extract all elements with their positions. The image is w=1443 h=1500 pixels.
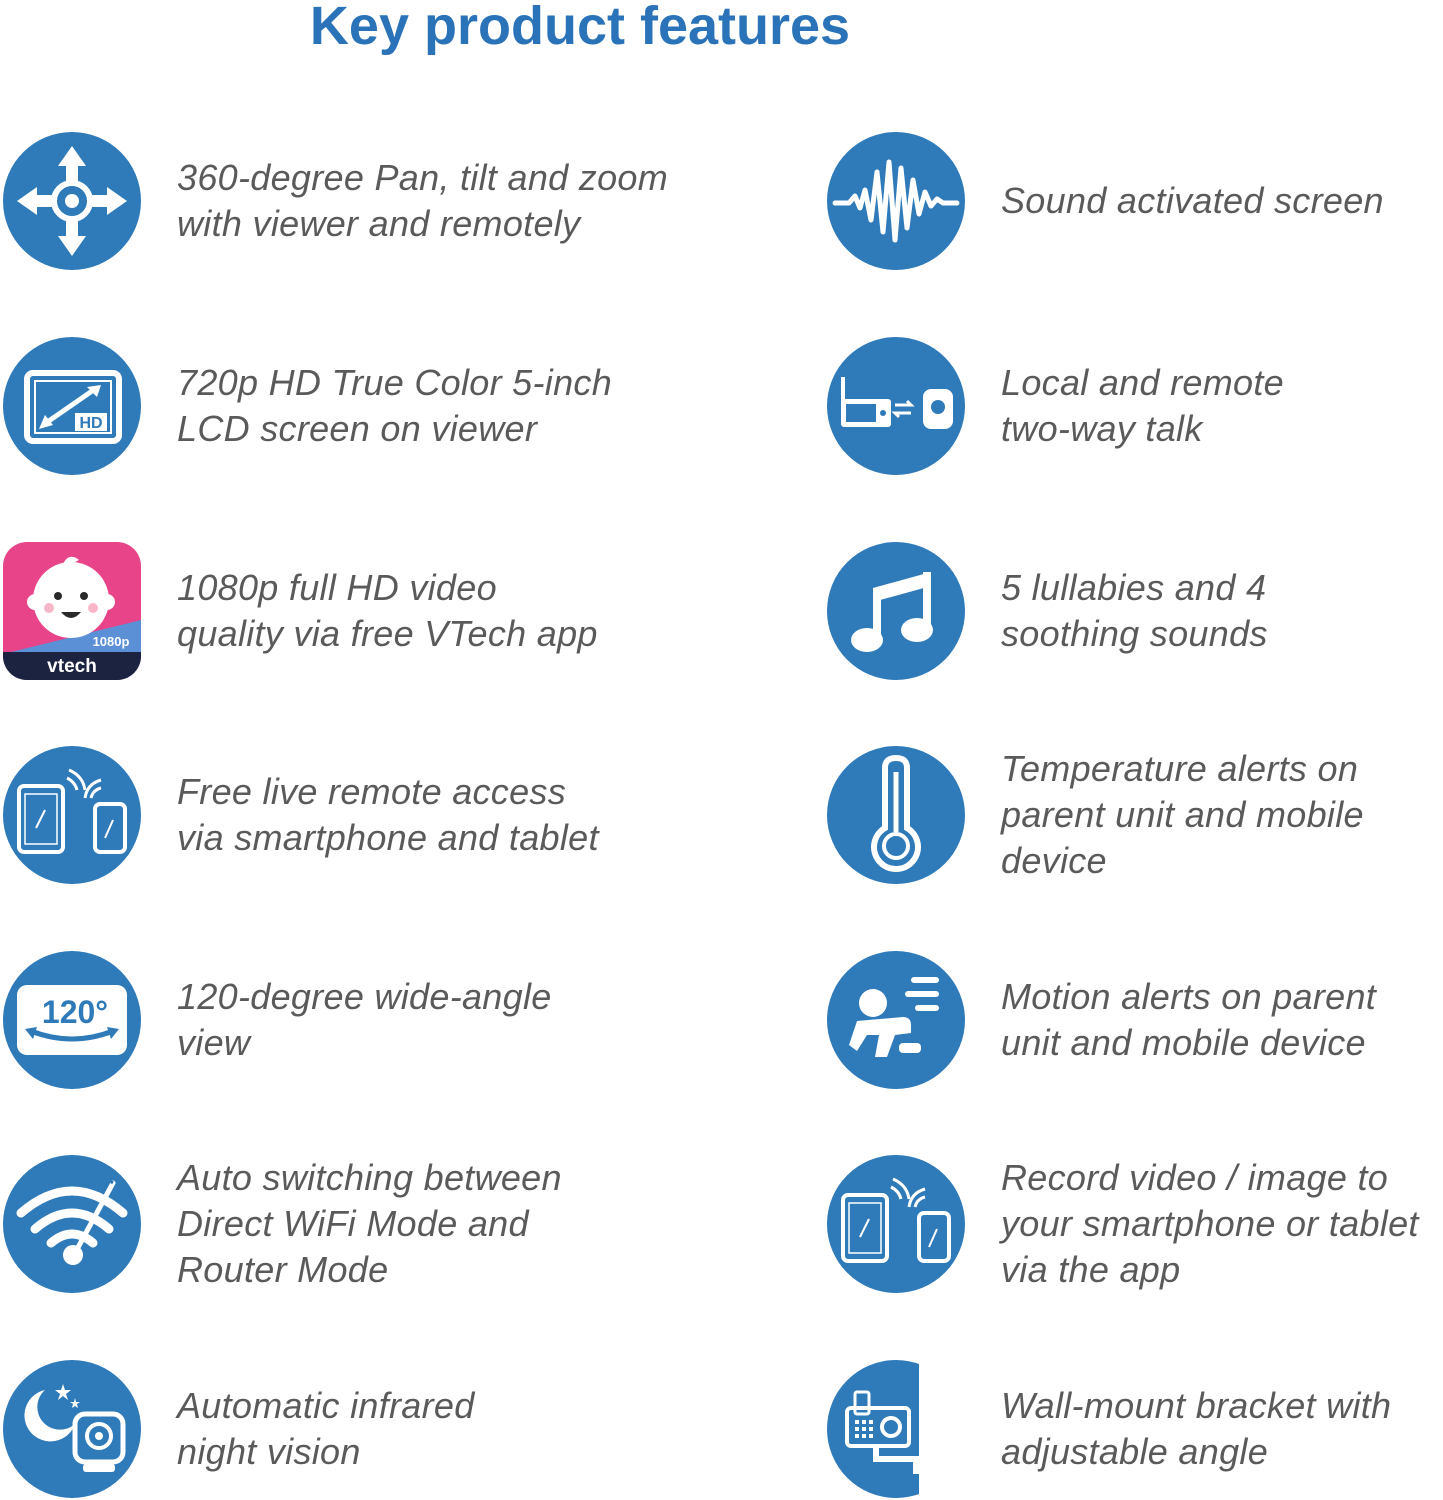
hd-screen-icon: HD xyxy=(3,337,141,475)
feature-wide-angle: 120° 120-degree wide-angle view xyxy=(3,950,552,1090)
feature-line: Temperature alerts on xyxy=(1001,748,1359,789)
feature-line: adjustable angle xyxy=(1001,1431,1269,1472)
feature-line: quality via free VTech app xyxy=(177,613,598,654)
feature-line: soothing sounds xyxy=(1001,613,1268,654)
feature-motion-alerts: Motion alerts on parent unit and mobile … xyxy=(827,950,1376,1090)
feature-line: Motion alerts on parent xyxy=(1001,976,1377,1017)
feature-text: Sound activated screen xyxy=(1001,178,1384,224)
feature-text: 120-degree wide-angle view xyxy=(177,974,552,1066)
feature-text: 720p HD True Color 5-inch LCD screen on … xyxy=(177,360,612,452)
feature-wifi-switching: Auto switching between Direct WiFi Mode … xyxy=(3,1154,562,1294)
two-way-talk-icon xyxy=(827,337,965,475)
svg-text:HD: HD xyxy=(79,415,102,432)
feature-line: Automatic infrared xyxy=(177,1385,475,1426)
feature-pan-tilt-zoom: 360-degree Pan, tilt and zoom with viewe… xyxy=(3,131,668,271)
svg-text:1080p: 1080p xyxy=(93,634,130,649)
page-title: Key product features xyxy=(309,0,851,56)
feature-night-vision: Automatic infrared night vision xyxy=(3,1359,475,1499)
feature-line: two-way talk xyxy=(1001,408,1203,449)
feature-line: view xyxy=(177,1022,251,1063)
feature-line: night vision xyxy=(177,1431,361,1472)
wide-angle-icon: 120° xyxy=(3,951,141,1089)
feature-line: Local and remote xyxy=(1001,362,1284,403)
vtech-app-icon: 1080p vtech xyxy=(3,542,141,680)
remote-devices-icon xyxy=(3,746,141,884)
feature-line: via smartphone and tablet xyxy=(177,817,599,858)
feature-wall-mount: Wall-mount bracket with adjustable angle xyxy=(827,1359,1391,1499)
feature-line: Record video / image to xyxy=(1001,1157,1389,1198)
feature-text: Wall-mount bracket with adjustable angle xyxy=(1001,1383,1391,1475)
feature-text: Record video / image to your smartphone … xyxy=(1001,1155,1419,1293)
record-devices-icon xyxy=(827,1155,965,1293)
feature-text: Automatic infrared night vision xyxy=(177,1383,475,1475)
feature-line: 5 lullabies and 4 xyxy=(1001,567,1267,608)
feature-line: LCD screen on viewer xyxy=(177,408,538,449)
thermometer-icon xyxy=(827,746,965,884)
feature-text: 5 lullabies and 4 soothing sounds xyxy=(1001,565,1268,657)
feature-line: Router Mode xyxy=(177,1249,389,1290)
feature-text: Local and remote two-way talk xyxy=(1001,360,1284,452)
feature-temperature-alerts: Temperature alerts on parent unit and mo… xyxy=(827,745,1364,885)
wall-mount-icon xyxy=(827,1360,965,1498)
feature-text: Free live remote access via smartphone a… xyxy=(177,769,599,861)
svg-text:vtech: vtech xyxy=(47,656,97,677)
feature-line: parent unit and mobile xyxy=(1001,794,1364,835)
feature-line: Free live remote access xyxy=(177,771,567,812)
feature-line: 120-degree wide-angle xyxy=(177,976,552,1017)
motion-baby-icon xyxy=(827,951,965,1089)
feature-record-video: Record video / image to your smartphone … xyxy=(827,1154,1419,1294)
feature-line: your smartphone or tablet xyxy=(1001,1203,1419,1244)
feature-two-way-talk: Local and remote two-way talk xyxy=(827,336,1284,476)
feature-line: 720p HD True Color 5-inch xyxy=(177,362,613,403)
feature-line: with viewer and remotely xyxy=(177,203,581,244)
feature-line: Direct WiFi Mode and xyxy=(177,1203,529,1244)
feature-sound-activated: Sound activated screen xyxy=(827,131,1384,271)
feature-vtech-app: 1080p vtech 1080p full HD video quality … xyxy=(3,541,598,681)
feature-line: Wall-mount bracket with xyxy=(1001,1385,1392,1426)
night-vision-icon xyxy=(3,1360,141,1498)
feature-remote-access: Free live remote access via smartphone a… xyxy=(3,745,599,885)
wifi-switch-icon xyxy=(3,1155,141,1293)
music-note-icon xyxy=(827,542,965,680)
feature-line: unit and mobile device xyxy=(1001,1022,1366,1063)
feature-hd-screen: HD 720p HD True Color 5-inch LCD screen … xyxy=(3,336,612,476)
feature-line: Auto switching between xyxy=(177,1157,562,1198)
svg-text:120°: 120° xyxy=(42,994,108,1030)
sound-wave-icon xyxy=(827,132,965,270)
feature-text: 1080p full HD video quality via free VTe… xyxy=(177,565,598,657)
feature-lullabies: 5 lullabies and 4 soothing sounds xyxy=(827,541,1268,681)
feature-line: Sound activated screen xyxy=(1001,180,1384,221)
feature-text: Motion alerts on parent unit and mobile … xyxy=(1001,974,1376,1066)
feature-line: 360-degree Pan, tilt and zoom xyxy=(177,157,669,198)
feature-text: Temperature alerts on parent unit and mo… xyxy=(1001,746,1364,884)
feature-text: 360-degree Pan, tilt and zoom with viewe… xyxy=(177,155,668,247)
pan-tilt-zoom-icon xyxy=(3,132,141,270)
feature-line: device xyxy=(1001,840,1107,881)
feature-line: 1080p full HD video xyxy=(177,567,497,608)
feature-line: via the app xyxy=(1001,1249,1181,1290)
feature-text: Auto switching between Direct WiFi Mode … xyxy=(177,1155,562,1293)
